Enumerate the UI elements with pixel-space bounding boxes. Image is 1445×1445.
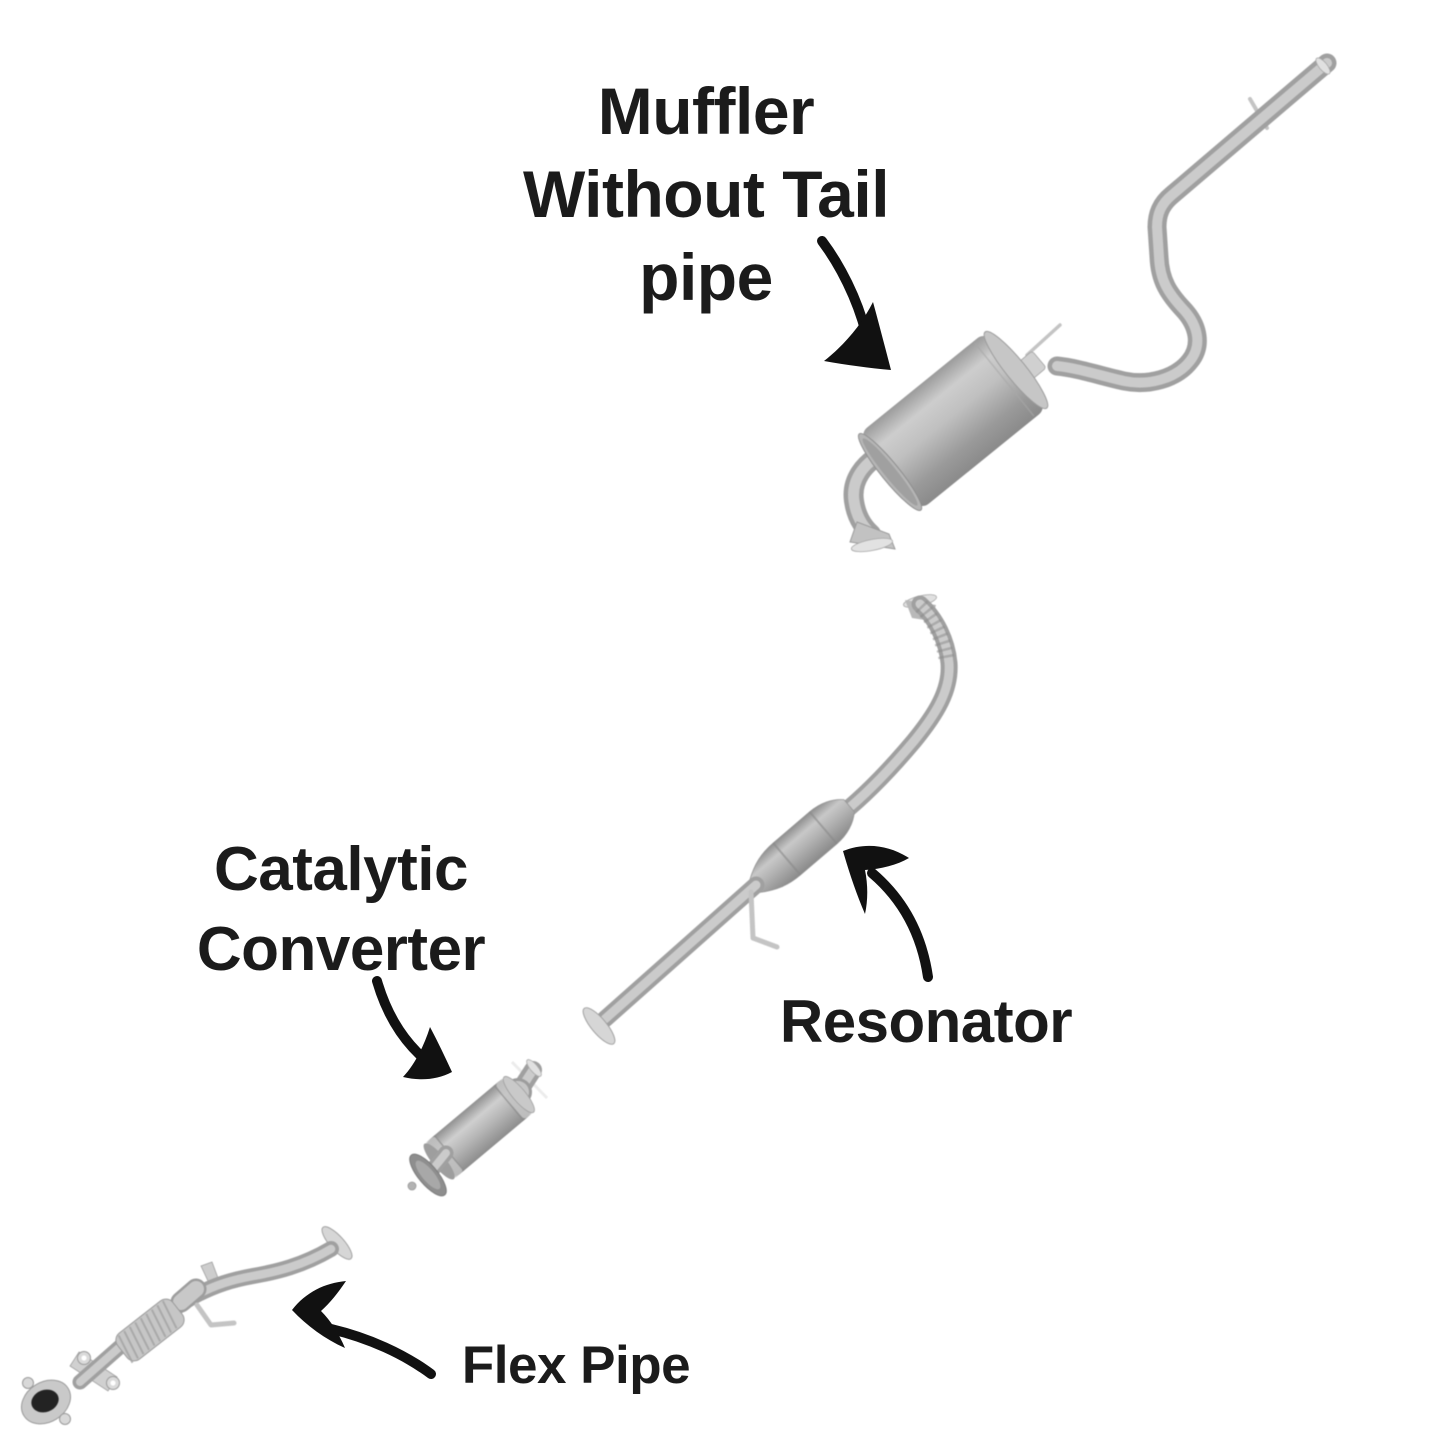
braided-section xyxy=(915,600,955,664)
flex-pipe-arrow xyxy=(292,1281,436,1379)
muffler-arrow xyxy=(817,236,891,370)
end-plate-ear xyxy=(22,1377,34,1389)
muffler-label-line: Muffler xyxy=(597,74,815,148)
flex-pipe-label: Flex Pipe xyxy=(461,1336,691,1395)
catalytic-converter-arrow xyxy=(372,976,452,1080)
resonator-pipe-graphic xyxy=(582,594,958,1045)
resonator-label: Resonator xyxy=(779,988,1073,1055)
muffler-end-cap-front xyxy=(983,330,1049,410)
muffler-label-line: pipe xyxy=(639,240,773,314)
flex-braid-sleeve xyxy=(115,1298,185,1364)
catalytic-converter-label-line: Catalytic xyxy=(214,835,468,904)
end-plate-ear xyxy=(59,1413,71,1425)
catalytic-converter-label: Catalytic Converter xyxy=(41,830,641,990)
resonator-graphic xyxy=(749,799,855,893)
catalytic-converter-graphic xyxy=(407,1059,549,1197)
muffler-hanger-wire xyxy=(1025,323,1062,357)
muffler-label: Muffler Without Tail pipe xyxy=(356,70,1056,319)
tailpipe-tip xyxy=(1315,57,1331,75)
muffler-label-line: Without Tail xyxy=(522,157,890,231)
flex-pipe-hanger-rod xyxy=(194,1302,237,1328)
flex-pipe-opening xyxy=(31,1389,59,1413)
flex-pipe-graphic xyxy=(21,1226,353,1425)
muffler-graphic xyxy=(843,323,1062,553)
resonator-arrow xyxy=(843,845,933,982)
resonator-pipe-bottom-flange xyxy=(582,1007,616,1045)
muffler-body xyxy=(857,330,1049,511)
tailpipe-graphic xyxy=(1047,53,1337,393)
resonator-hanger-rod xyxy=(748,889,780,950)
catalytic-converter-label-line: Converter xyxy=(196,915,486,984)
exhaust-parts-layer xyxy=(21,53,1337,1425)
